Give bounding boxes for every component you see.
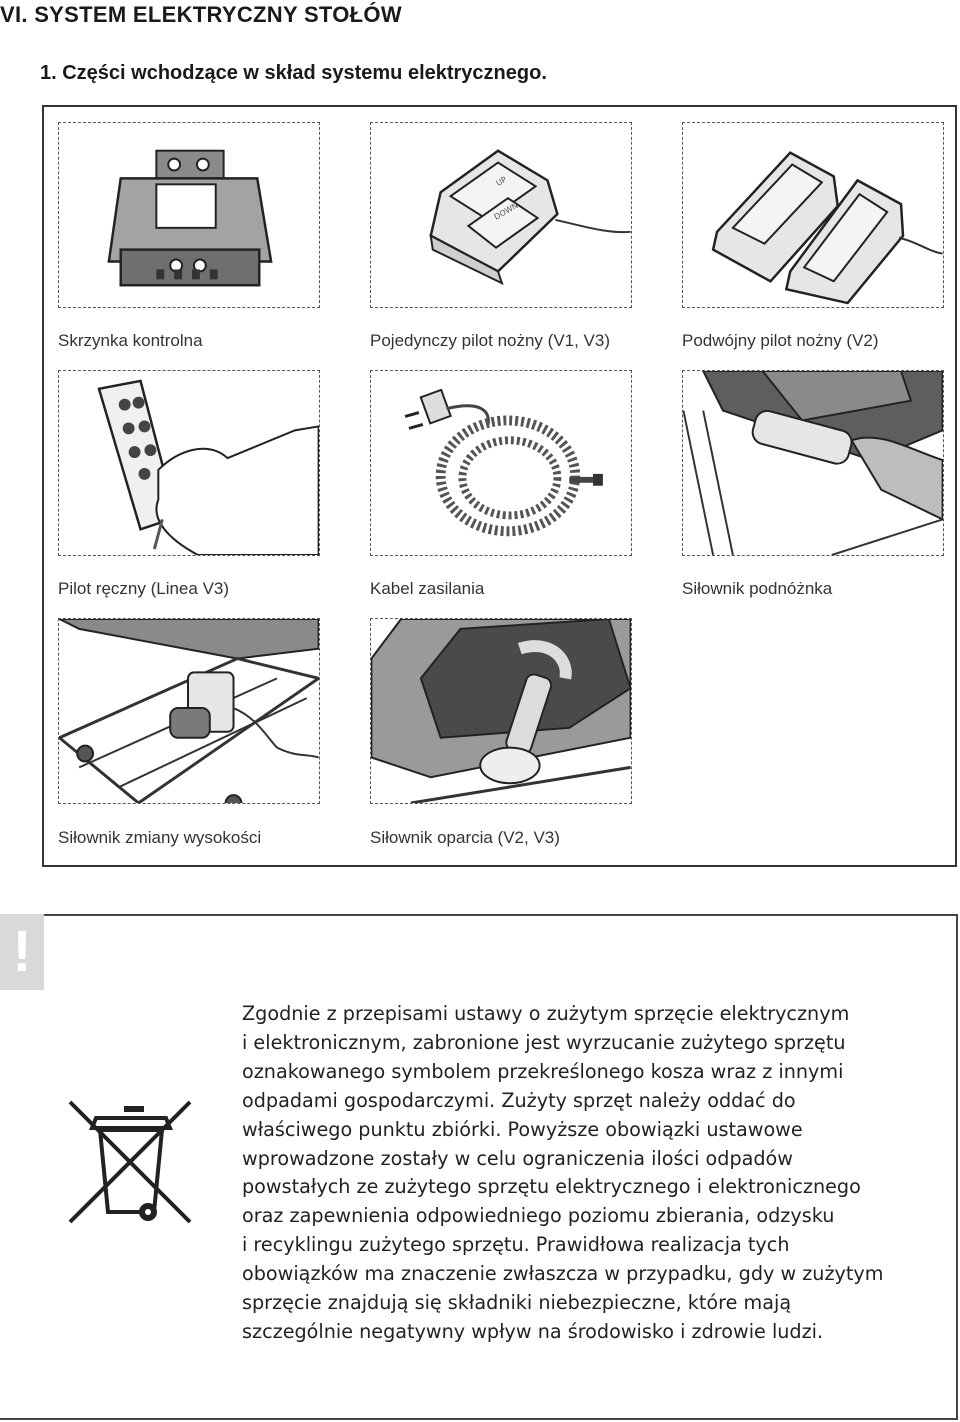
warning-exclamation-icon: ! bbox=[0, 914, 44, 990]
notice-line: odpadami gospodarczymi. Zużyty sprzęt na… bbox=[242, 1088, 796, 1112]
power-cable-icon bbox=[404, 388, 603, 537]
notice-line: powstałych ze zużytego sprzętu elektrycz… bbox=[242, 1175, 861, 1199]
weee-notice-text: Zgodnie z przepisami ustawy o zużytym sp… bbox=[242, 1000, 942, 1347]
subsection-title: 1. Części wchodzące w skład systemu elek… bbox=[40, 62, 547, 84]
part-label-footrest-actuator: Siłownik podnóżnka bbox=[682, 579, 833, 598]
backrest-actuator-image bbox=[370, 618, 632, 804]
control-box-image bbox=[58, 122, 320, 308]
single-foot-pedal-icon: UP DOWN bbox=[429, 149, 631, 286]
double-foot-pedal-icon bbox=[711, 151, 943, 305]
notice-line: oraz zapewnienia odpowiedniego poziomu z… bbox=[242, 1204, 835, 1228]
crossed-out-wheelie-bin-icon bbox=[68, 1100, 192, 1224]
part-label-backrest-actuator: Siłownik oparcia (V2, V3) bbox=[370, 828, 560, 847]
hand-remote-icon bbox=[97, 379, 319, 555]
control-box-icon bbox=[107, 149, 273, 287]
part-label-hand-remote: Pilot ręczny (Linea V3) bbox=[58, 579, 230, 598]
notice-line: oznakowanego symbolem przekreślonego kos… bbox=[242, 1059, 844, 1083]
part-label-double-pedal: Podwójny pilot nożny (V2) bbox=[682, 331, 879, 350]
notice-line: szczególnie negatywny wpływ na środowisk… bbox=[242, 1319, 824, 1343]
hand-remote-image bbox=[58, 370, 320, 556]
notice-line: Zgodnie z przepisami ustawy o zużytym sp… bbox=[242, 1002, 850, 1025]
parts-panel bbox=[42, 105, 957, 867]
footrest-actuator-image bbox=[682, 370, 944, 556]
part-label-control-box: Skrzynka kontrolna bbox=[58, 331, 203, 350]
backrest-actuator-icon bbox=[371, 619, 631, 803]
notice-line: obowiązków ma znaczenie zwłaszcza w przy… bbox=[242, 1262, 884, 1286]
part-label-power-cable: Kabel zasilania bbox=[370, 579, 485, 598]
part-label-single-pedal: Pojedynczy pilot nożny (V1, V3) bbox=[370, 331, 611, 350]
weee-notice-panel bbox=[0, 914, 958, 1420]
footrest-actuator-icon bbox=[683, 371, 943, 555]
notice-line: wprowadzone zostały w celu ograniczenia … bbox=[242, 1146, 793, 1170]
section-title: VI. SYSTEM ELEKTRYCZNY STOŁÓW bbox=[0, 2, 402, 27]
height-actuator-icon bbox=[59, 619, 319, 803]
part-label-height-actuator: Siłownik zmiany wysokości bbox=[58, 828, 262, 847]
power-cable-image bbox=[370, 370, 632, 556]
notice-line: sprzęcie znajdują się składniki niebezpi… bbox=[242, 1291, 792, 1315]
notice-line: i recyklingu zużytego sprzętu. Prawidłow… bbox=[242, 1233, 790, 1257]
single-foot-pedal-image: UP DOWN bbox=[370, 122, 632, 308]
notice-line: i elektronicznym, zabronione jest wyrzuc… bbox=[242, 1030, 846, 1054]
double-foot-pedal-image bbox=[682, 122, 944, 308]
notice-line: właściwego punktu zbiórki. Powyższe obow… bbox=[242, 1117, 803, 1141]
height-actuator-image bbox=[58, 618, 320, 804]
